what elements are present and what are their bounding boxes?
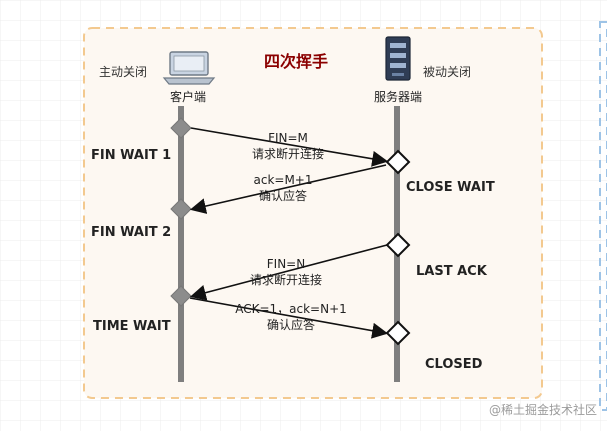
message-3-line-1: FIN=N <box>267 257 305 271</box>
client-state-2: FIN WAIT 2 <box>91 225 171 240</box>
server-label: 服务器端 <box>374 89 422 104</box>
message-arrow-1 <box>190 127 389 167</box>
client-event-node-2 <box>170 198 192 220</box>
message-arrow-3 <box>189 244 388 301</box>
server-event-node-2 <box>385 232 411 258</box>
message-4-line-1: ACK=1，ack=N+1 <box>235 302 347 316</box>
server-event-node-3 <box>385 320 411 346</box>
message-1-line-1: FIN=M <box>268 131 308 145</box>
message-arrow-2 <box>189 164 387 214</box>
message-2-line-1: ack=M+1 <box>254 173 313 187</box>
message-arrow-4 <box>189 297 389 339</box>
message-3-line-2: 请求断开连接 <box>250 272 322 287</box>
message-2-line-2: 确认应答 <box>259 188 307 203</box>
message-1-line-2: 请求断开连接 <box>252 146 324 161</box>
side-panel-edge <box>599 21 607 411</box>
server-icon <box>385 36 411 81</box>
client-computer-icon <box>162 51 216 85</box>
client-event-node-1 <box>170 117 192 139</box>
client-role-label: 主动关闭 <box>99 65 147 79</box>
watermark: @稀土掘金技术社区 <box>489 402 597 417</box>
client-event-node-3 <box>170 285 192 307</box>
diagram-title: 四次挥手 <box>264 52 328 71</box>
server-event-node-1 <box>385 149 411 175</box>
server-state-1: CLOSE WAIT <box>406 180 495 195</box>
server-state-3: CLOSED <box>425 357 483 372</box>
client-label: 客户端 <box>170 89 206 104</box>
client-state-3: TIME WAIT <box>93 319 171 334</box>
server-role-label: 被动关闭 <box>423 65 471 79</box>
outer-dashed-frame <box>83 27 543 399</box>
message-4-line-2: 确认应答 <box>267 317 315 332</box>
server-state-2: LAST ACK <box>416 264 488 279</box>
client-state-1: FIN WAIT 1 <box>91 148 171 163</box>
